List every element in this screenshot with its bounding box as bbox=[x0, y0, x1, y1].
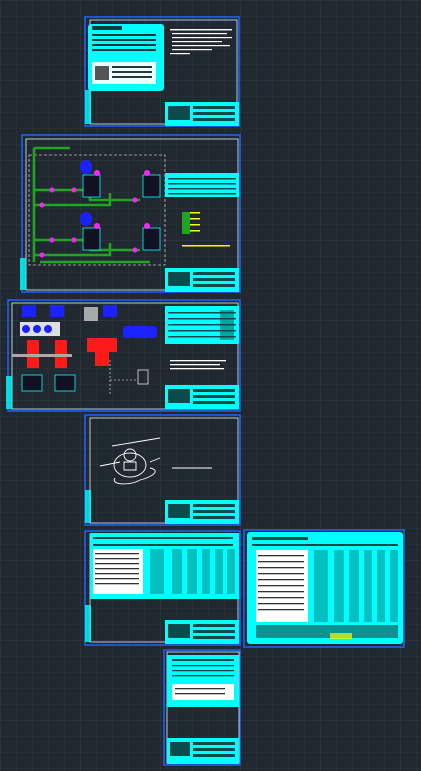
title-block bbox=[167, 738, 239, 764]
title-block bbox=[165, 500, 239, 524]
legend-symbols bbox=[182, 212, 230, 247]
sheet-5-schedule-table[interactable] bbox=[84, 530, 241, 646]
title-block bbox=[165, 620, 239, 644]
title-block bbox=[165, 385, 239, 409]
title-block bbox=[165, 102, 239, 126]
valve-markers bbox=[39, 170, 150, 258]
sheet-3-equipment-layout[interactable] bbox=[6, 299, 241, 412]
equipment-units bbox=[80, 160, 161, 251]
sheet-7-schedule-table-small[interactable] bbox=[163, 649, 241, 766]
equipment-blocks bbox=[12, 305, 157, 395]
schedule-grid bbox=[90, 533, 239, 599]
sheet-1-notes-and-legend[interactable] bbox=[84, 16, 240, 127]
schedule-table bbox=[165, 173, 239, 197]
detail-sketch bbox=[99, 437, 212, 485]
sheet-4-detail-drawing[interactable] bbox=[84, 414, 241, 526]
notes-text bbox=[170, 360, 226, 370]
notes-text bbox=[170, 29, 232, 55]
title-block bbox=[165, 268, 239, 292]
schedule-grid bbox=[167, 655, 239, 707]
sheet-6-schedule-table-wide[interactable] bbox=[243, 529, 405, 648]
schedule-table bbox=[165, 306, 239, 344]
sheet-2-piping-schematic[interactable] bbox=[20, 134, 241, 293]
piping-lines bbox=[32, 146, 150, 264]
schedule-grid bbox=[252, 537, 398, 639]
legend-block bbox=[88, 24, 164, 91]
